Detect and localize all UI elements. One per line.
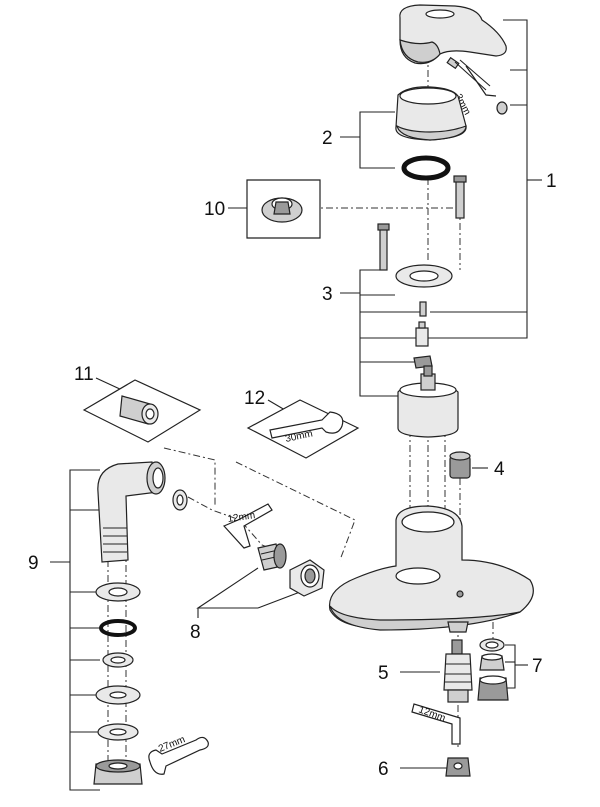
leader-lines (50, 19, 542, 791)
elbow-connector (97, 461, 166, 563)
callout-8: 8 (190, 622, 201, 643)
diverter-cartridge (443, 639, 473, 703)
spanner-27mm-icon (148, 736, 209, 775)
detail-box-10 (246, 179, 321, 239)
long-screw-right (453, 175, 467, 219)
callout-6: 6 (378, 759, 389, 780)
adapter-piece (415, 321, 429, 347)
aerator-housing (477, 675, 509, 701)
tool-label-12mm-left: 12mm (227, 510, 256, 525)
small-cap (449, 451, 471, 479)
handle-lever (399, 4, 507, 65)
callout-11: 11 (74, 364, 94, 385)
callout-2: 2 (322, 128, 333, 149)
set-screw (446, 56, 491, 91)
union-nut (93, 759, 143, 785)
mixer-body (328, 505, 534, 633)
screw-cap (496, 101, 508, 115)
threaded-nipple (257, 543, 287, 571)
small-screw (419, 301, 427, 317)
hex-key-12mm-left-icon (222, 503, 273, 549)
callout-9: 9 (28, 553, 39, 574)
small-nut (445, 757, 471, 777)
tool-label-12mm-right: 12mm (417, 704, 447, 724)
o-ring-top (401, 155, 451, 181)
small-washer (172, 489, 188, 511)
clamp-ring (395, 264, 453, 288)
hex-key-12mm-right-icon (411, 703, 461, 745)
callout-1: 1 (546, 171, 557, 192)
callout-4: 4 (494, 459, 505, 480)
flange-washer (95, 582, 141, 602)
detail-box-11 (82, 379, 202, 443)
callout-7: 7 (532, 656, 543, 677)
hex-nut (289, 559, 325, 597)
thick-washer (102, 652, 134, 668)
callout-10: 10 (204, 199, 225, 220)
long-screw-left (377, 223, 390, 271)
o-ring-lower (99, 619, 137, 637)
callout-12: 12 (244, 388, 265, 409)
spanner-30mm-icon (269, 411, 344, 439)
spacer-washer (97, 723, 139, 741)
cartridge (397, 365, 459, 438)
aerator-ring (479, 638, 505, 652)
callout-3: 3 (322, 284, 333, 305)
hex-key-3mm-icon (465, 65, 497, 97)
callout-5: 5 (378, 663, 389, 684)
cover-cap (395, 86, 467, 141)
flat-washer (95, 685, 141, 705)
callout-labels: 1 2 3 4 5 6 7 8 9 10 11 12 (28, 128, 557, 780)
aerator-insert (479, 653, 505, 671)
